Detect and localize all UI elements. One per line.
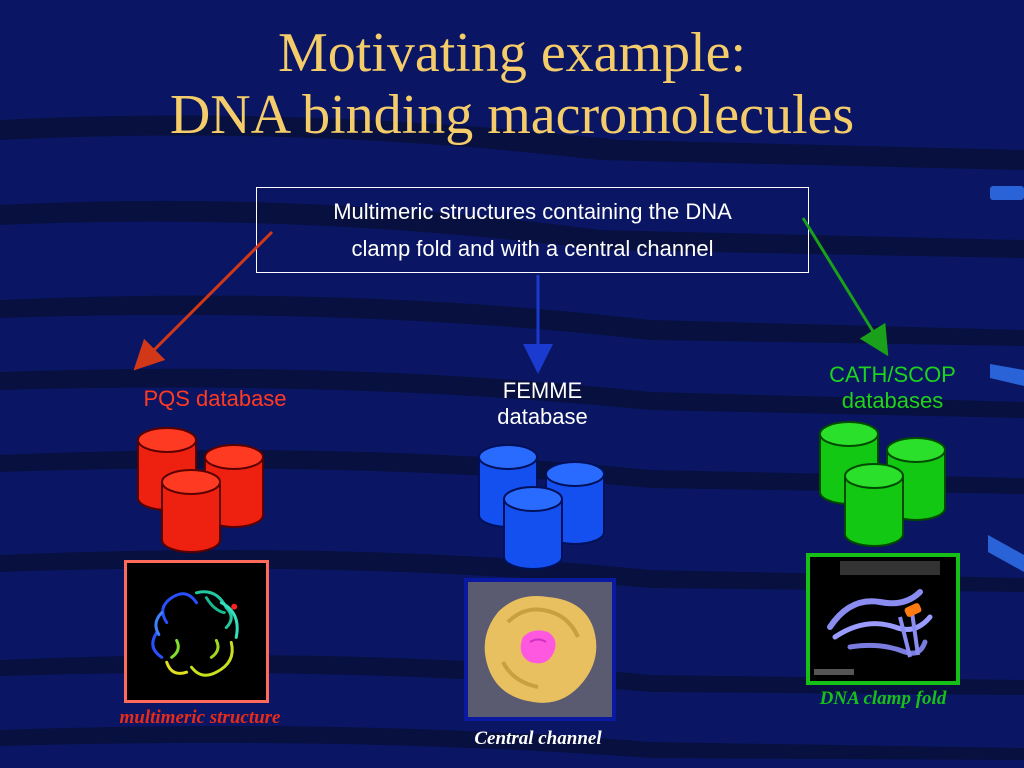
multimeric-structure-image [124,560,269,703]
multimeric-structure-caption: multimeric structure [119,707,281,728]
cath-label-line-2: databases [841,388,944,413]
callout-box: Multimeric structures containing the DNA… [256,187,809,273]
femme-label: FEMME database [470,378,615,430]
callout-line-2: clamp fold and with a central channel [351,236,714,261]
central-channel-image [464,578,616,721]
cath-label-line-1: CATH/SCOP [829,362,956,387]
dna-clamp-fold-caption: DNA clamp fold [819,688,947,709]
protein-surface-icon [484,596,597,703]
femme-label-line-2: database [497,404,588,429]
femme-label-line-1: FEMME [502,378,583,403]
title-line-1: Motivating example: [277,22,747,84]
pqs-label: PQS database [143,386,287,411]
protein-fold-icon [814,561,940,675]
callout-line-1: Multimeric structures containing the DNA [333,199,732,224]
central-channel-caption: Central channel [474,728,602,749]
title-line-2: DNA binding macromolecules [169,84,855,146]
dna-clamp-fold-image [806,553,960,685]
protein-ring-icon [151,590,239,677]
cath-label: CATH/SCOP databases [810,362,975,414]
slide-title: Motivating example: DNA binding macromol… [0,22,1024,146]
